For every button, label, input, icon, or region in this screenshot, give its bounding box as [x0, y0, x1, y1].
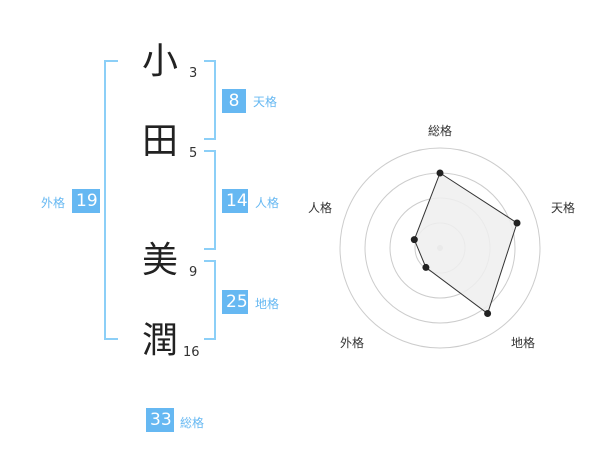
radar-point-2	[513, 219, 521, 227]
radar-ring-1	[414, 222, 466, 274]
gaikaku-badge: 19	[72, 189, 100, 213]
jinkaku-bracket	[204, 150, 216, 250]
radar-ring-2	[389, 197, 491, 299]
radar-axis-label-jinkaku: 人格	[308, 201, 333, 215]
radar-center	[437, 245, 443, 251]
radar-rings	[339, 147, 541, 349]
radar-point-4	[422, 263, 430, 271]
name-char-3: 美	[141, 240, 178, 281]
radar-point-3	[484, 310, 492, 318]
tenkaku-badge: 8	[222, 89, 246, 113]
radar-shape	[410, 169, 521, 318]
radar-ring-4	[339, 147, 541, 349]
chikaku-label: 地格	[255, 297, 280, 311]
name-char-4: 潤	[141, 320, 178, 361]
tenkaku-label: 天格	[253, 95, 278, 109]
soukaku-badge: 33	[146, 408, 174, 432]
name-char-2: 田	[141, 121, 178, 162]
stroke-count-1: 3	[189, 66, 198, 81]
radar-axis-label-gaikaku: 外格	[340, 336, 365, 350]
stroke-count-4: 16	[183, 345, 200, 360]
jinkaku-label: 人格	[255, 196, 280, 210]
chikaku-bracket	[204, 260, 216, 340]
name-char-1: 小	[141, 41, 178, 82]
gaikaku-label: 外格	[41, 196, 66, 210]
radar-ring-3	[364, 172, 516, 324]
radar-polygon	[413, 172, 518, 315]
jinkaku-badge: 14	[222, 189, 248, 213]
soukaku-label: 総格	[180, 416, 205, 430]
stroke-count-3: 9	[189, 265, 198, 280]
radar-axis-label-soukaku: 総格	[428, 124, 453, 138]
radar-axis-label-chikaku: 地格	[511, 336, 536, 350]
tenkaku-bracket	[204, 60, 216, 140]
radar-axis-label-tenkaku: 天格	[551, 201, 576, 215]
radar-point-5	[410, 236, 418, 244]
stroke-count-2: 5	[189, 146, 198, 161]
radar-point-1	[436, 169, 444, 177]
gaikaku-bracket	[104, 60, 118, 340]
chikaku-badge: 25	[222, 290, 248, 314]
